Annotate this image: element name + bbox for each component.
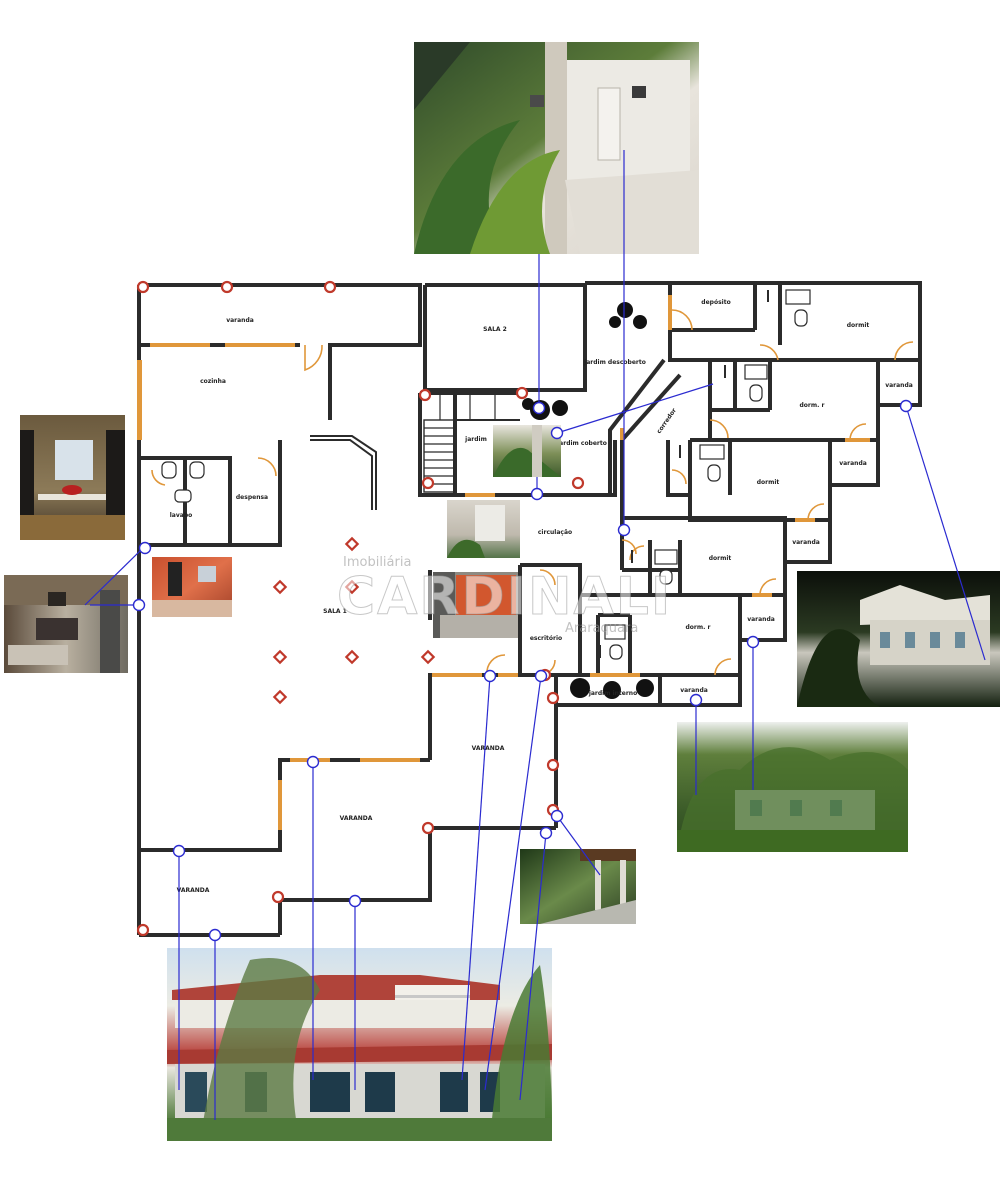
photo-night-facade: [797, 571, 1000, 707]
room-label: lavabo: [170, 512, 192, 519]
photo-covered-veranda: [520, 849, 636, 924]
photo-main-facade: [167, 948, 552, 1141]
photo-living-room: [4, 575, 128, 673]
room-label: dorm. r: [686, 624, 711, 631]
link-markers: [132, 399, 913, 942]
photo-lavabo: [20, 415, 125, 540]
room-label: cozinha: [200, 378, 226, 385]
room-label: jardim interno: [588, 690, 637, 697]
photo-orange-room: [152, 557, 232, 617]
doors: [151, 309, 914, 676]
columns: [136, 280, 585, 937]
plants: [522, 302, 654, 699]
room-label: varanda: [839, 460, 867, 467]
photo-corridor: [414, 42, 699, 254]
room-label: jardim: [464, 436, 487, 443]
room-labels: varanda SALA 2 jardim descoberto depósit…: [170, 299, 913, 894]
staircase: [423, 395, 496, 493]
room-label: VARANDA: [472, 745, 505, 752]
watermark-brand-sub: Araraquara: [565, 621, 638, 636]
photo-garden-trees: [677, 722, 908, 852]
photo-links: [84, 150, 986, 1120]
room-label: despensa: [236, 494, 268, 501]
room-label: varanda: [792, 539, 820, 546]
room-label: escritório: [530, 635, 562, 642]
room-label: jardim descoberto: [583, 359, 646, 366]
watermark: Imobiliária CARDINALI Araraquara: [337, 555, 672, 636]
room-label: SALA 1: [323, 608, 347, 615]
room-label: dorm. r: [800, 402, 825, 409]
room-label: corredor: [656, 407, 678, 435]
watermark-brand-main: CARDINALI: [337, 567, 672, 627]
room-label: jardim coberto: [556, 440, 607, 447]
room-label: VARANDA: [340, 815, 373, 822]
photo-indoor-garden: [493, 425, 561, 477]
room-label: varanda: [226, 317, 254, 324]
room-label: varanda: [680, 687, 708, 694]
photo-orange-interior: [433, 572, 518, 638]
watermark-brand-top: Imobiliária: [343, 555, 411, 570]
room-label: circulação: [538, 529, 572, 536]
room-label: SALA 2: [483, 326, 507, 333]
photos: [4, 42, 1000, 1141]
room-label: dormit: [757, 479, 780, 486]
room-label: depósito: [701, 299, 730, 306]
room-label: VARANDA: [177, 887, 210, 894]
room-label: dormit: [709, 555, 732, 562]
room-label: varanda: [747, 616, 775, 623]
room-label: dormit: [847, 322, 870, 329]
fixtures: [161, 289, 811, 660]
room-label: varanda: [885, 382, 913, 389]
photo-circulation: [447, 500, 520, 558]
